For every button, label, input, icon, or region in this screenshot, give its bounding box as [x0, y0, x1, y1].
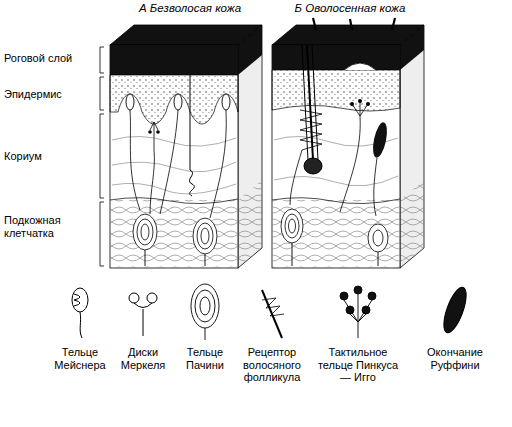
- hairless-skin-block: [222, 94, 230, 110]
- receptor-name: Тактильное тельце Пинкуса — Игго: [312, 346, 404, 384]
- hairless-skin-block: [210, 110, 226, 218]
- hairless-skin-block: [201, 228, 209, 244]
- layer-name: Роговой слой: [4, 52, 94, 65]
- merkel-icon: [147, 293, 157, 303]
- hairy-skin-block: [272, 25, 424, 45]
- hairless-skin-block: [193, 218, 217, 254]
- hairy-skin-block: [285, 214, 299, 238]
- hairy-skin-block: [307, 45, 313, 160]
- hairless-skin-block: [141, 224, 149, 240]
- hairy-skin-block: [272, 45, 400, 70]
- hairless-skin-block: [133, 214, 157, 250]
- hairless-skin-block: [174, 94, 182, 110]
- merkel-icon: [134, 303, 152, 336]
- hairless-skin-block: [133, 214, 217, 254]
- hairless-skin-block: [111, 200, 238, 268]
- hairless-skin-block: [110, 45, 238, 75]
- hairy-skin-block: [281, 209, 388, 252]
- hairless-skin-block: [110, 75, 238, 124]
- layer-bracket: [100, 202, 104, 266]
- hairy-skin-block: [400, 25, 424, 268]
- hairy-skin-block: [344, 63, 376, 70]
- hairless-skin-block: [126, 94, 134, 110]
- hairless-skin-block: [145, 250, 205, 266]
- hairless-skin-block: [110, 25, 262, 268]
- pinkus-iggo-icon: [344, 294, 372, 338]
- hairy-skin-block: [370, 121, 389, 159]
- receptor-name: Окончание Руффини: [420, 346, 490, 371]
- hairy-skin-block: [273, 200, 400, 268]
- hairy-skin-block: [289, 219, 296, 233]
- hair-receptor-icon: [262, 298, 284, 316]
- receptor-name: Диски Меркеля: [113, 346, 173, 371]
- receptor-name: Тельце Пачини: [175, 346, 235, 371]
- layer-bracket: [100, 47, 104, 266]
- merkel-icon: [129, 293, 139, 303]
- hairless-skin-block: [238, 180, 262, 268]
- receptor-name: Рецептор волосяного фолликула: [234, 346, 310, 384]
- hairy-skin-block: [304, 158, 322, 174]
- layer-bracket: [100, 47, 104, 73]
- layer-bracket: [100, 114, 104, 198]
- hairless-skin-block: [110, 198, 238, 204]
- merkel-icon: [129, 293, 157, 336]
- layer-name: Кориум: [4, 150, 94, 163]
- hairless-skin-block: [148, 130, 152, 134]
- hairless-skin-block: [238, 25, 262, 268]
- pacini-icon: [205, 328, 206, 340]
- pacini-icon: [191, 284, 219, 328]
- hairless-skin-block: [189, 75, 194, 196]
- pinkus-iggo-icon: [340, 286, 376, 338]
- pacini-icon: [191, 284, 219, 340]
- hairy-skin-block: [374, 158, 377, 216]
- pinkus-iggo-icon: [368, 292, 376, 300]
- hairy-skin-block: [340, 101, 368, 212]
- hairy-skin-block: [368, 224, 388, 252]
- hairy-skin-block: [400, 180, 424, 268]
- hairy-skin-block: [290, 110, 322, 205]
- ruffini-icon: [439, 285, 470, 336]
- hair-receptor-icon: [262, 290, 284, 338]
- hairless-skin-block: [130, 110, 226, 218]
- hairless-skin-block: [137, 219, 153, 245]
- hairless-skin-block: [130, 110, 140, 210]
- layer-name: Эпидермис: [4, 88, 96, 101]
- pacini-icon: [195, 290, 215, 322]
- hairless-skin-block: [160, 110, 178, 214]
- hairy-skin-block: [313, 18, 395, 30]
- hairless-skin-block: [110, 25, 262, 45]
- panel-heading: Б Оволосенная кожа: [295, 2, 406, 15]
- hairy-skin-block: [272, 18, 424, 268]
- hairless-skin-block: [126, 94, 230, 110]
- hairy-skin-block: [292, 243, 378, 266]
- hairless-skin-block: [197, 223, 213, 249]
- hairless-skin-block: [156, 130, 160, 134]
- ruffini-icon: [439, 285, 470, 336]
- meissner-icon: [74, 294, 80, 306]
- meissner-icon: [80, 312, 82, 338]
- hairy-skin-block: [281, 209, 303, 243]
- layer-name: Подкожная клетчатка: [4, 214, 94, 239]
- meissner-icon: [72, 288, 88, 338]
- pacini-icon: [200, 297, 210, 315]
- panel-heading: А Безволосая кожа: [139, 2, 241, 15]
- hairy-skin-block: [373, 230, 383, 246]
- meissner-icon: [72, 288, 88, 312]
- pinkus-iggo-icon: [354, 286, 362, 294]
- pinkus-iggo-icon: [340, 292, 348, 300]
- hairy-skin-block: [272, 70, 400, 111]
- receptor-name: Тельце Мейснера: [47, 346, 113, 371]
- hairless-skin-block: [150, 122, 158, 214]
- hairy-skin-block: [272, 198, 400, 204]
- hairless-skin-block: [110, 45, 238, 268]
- hairy-skin-block: [272, 45, 400, 268]
- layer-bracket: [100, 77, 104, 110]
